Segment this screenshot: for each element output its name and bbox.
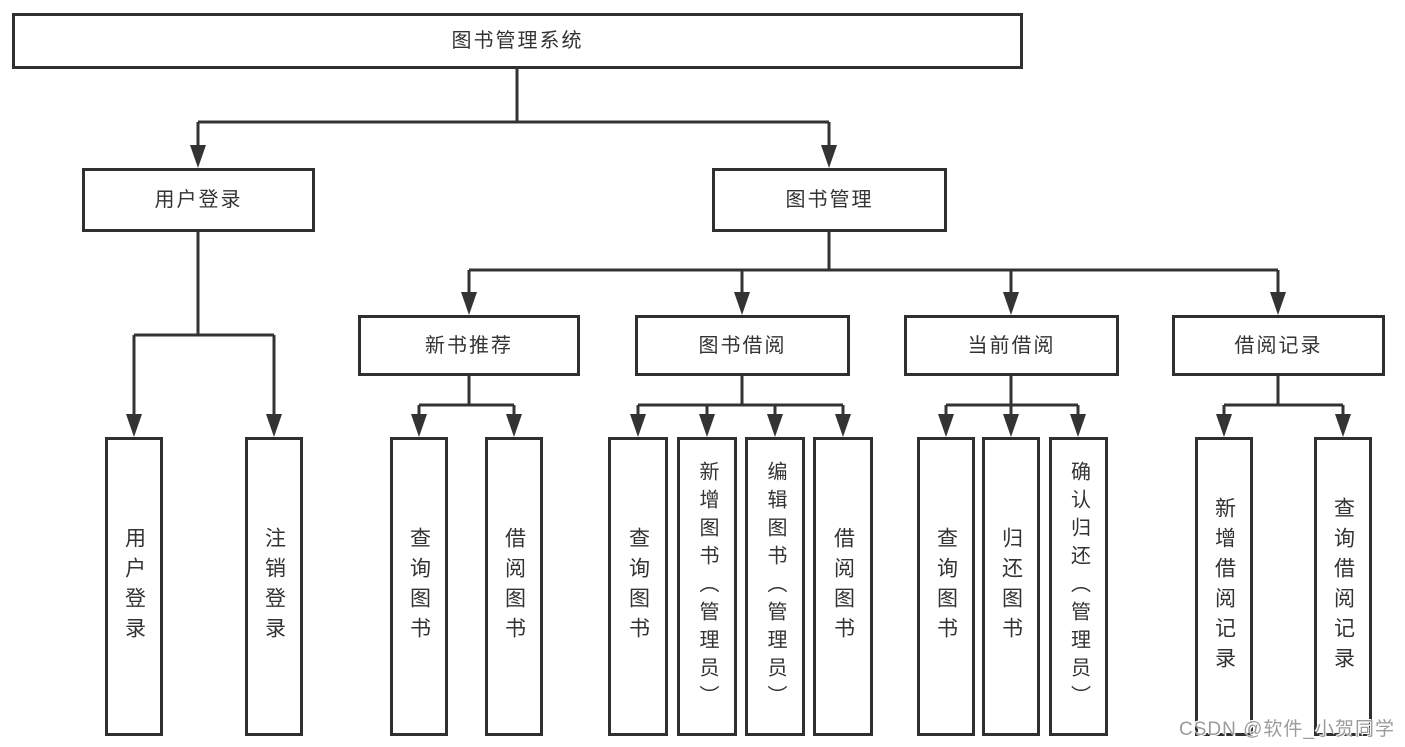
arrowheads-book-mgmt-branch (461, 292, 1286, 315)
connector-current-borrow-branch (944, 376, 1080, 416)
leaf-query-books-borrowing: 查询图书 (608, 437, 668, 736)
leaf-borrow-books-borrowing: 借阅图书 (813, 437, 873, 736)
connector-user-login-branch (132, 232, 276, 416)
leaf-query-books-current: 查询图书 (917, 437, 975, 736)
arrowheads-level2 (190, 145, 837, 168)
arrowheads-book-borrow-branch (630, 414, 851, 437)
arrowheads-current-borrow-branch (938, 414, 1086, 437)
leaf-query-borrow-record: 查询借阅记录 (1314, 437, 1372, 736)
node-current-borrowing: 当前借阅 (904, 315, 1119, 376)
arrowheads-user-login-branch (126, 414, 282, 437)
leaf-user-login: 用户登录 (105, 437, 163, 736)
arrowheads-new-books-branch (411, 414, 522, 437)
leaf-edit-books-admin: 编辑图书（管理员） (745, 437, 805, 736)
connector-new-books-branch (417, 376, 516, 416)
leaf-add-borrow-record: 新增借阅记录 (1195, 437, 1253, 736)
csdn-watermark: CSDN @软件_小贺同学 (1179, 719, 1395, 740)
node-new-book-recommend: 新书推荐 (358, 315, 580, 376)
connector-book-borrow-branch (636, 376, 845, 416)
leaf-logout: 注销登录 (245, 437, 303, 736)
leaf-confirm-return-admin: 确认归还（管理员） (1049, 437, 1108, 736)
node-user-login: 用户登录 (82, 168, 315, 232)
leaf-add-books-admin: 新增图书（管理员） (677, 437, 737, 736)
arrowheads-borrow-records-branch (1216, 414, 1351, 437)
leaf-query-books-recommend: 查询图书 (390, 437, 448, 736)
node-book-borrowing: 图书借阅 (635, 315, 850, 376)
connector-root-to-level2 (196, 69, 831, 147)
connector-book-mgmt-branch (467, 232, 1280, 294)
node-borrow-records: 借阅记录 (1172, 315, 1385, 376)
node-book-management: 图书管理 (712, 168, 947, 232)
leaf-borrow-books-recommend: 借阅图书 (485, 437, 543, 736)
node-root-system: 图书管理系统 (12, 13, 1023, 69)
connector-borrow-records-branch (1222, 376, 1345, 416)
leaf-return-books: 归还图书 (982, 437, 1040, 736)
